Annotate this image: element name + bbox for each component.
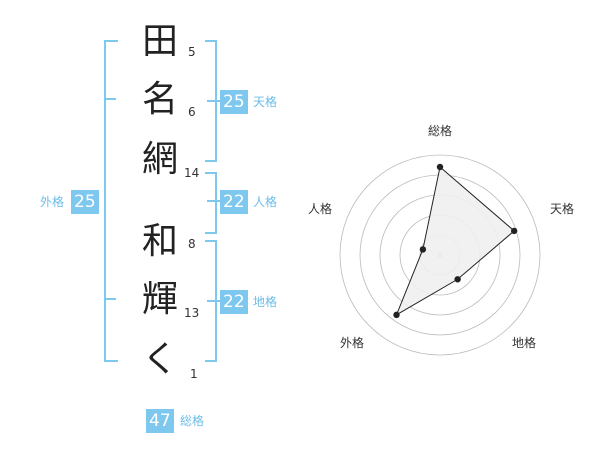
radar-grid-ring (339, 154, 541, 356)
soukaku-badge: 47 (146, 409, 174, 433)
bracket-tick (207, 200, 221, 202)
radar-series-polygon (395, 166, 515, 317)
radar-point-3 (454, 276, 461, 283)
radar-axis-label-tenkaku: 天格 (550, 202, 575, 216)
tenkaku-badge: 25 (220, 90, 248, 114)
radar-axis-label-soukaku: 総格 (428, 124, 453, 138)
chikaku-badge: 22 (220, 290, 248, 314)
radar-point-1 (436, 163, 444, 171)
tenkaku-label: 天格 (253, 95, 278, 109)
radar-axis-label-chikaku: 地格 (512, 336, 537, 350)
jinkaku-bracket (205, 172, 217, 234)
bracket-tick (207, 300, 221, 302)
name-char-4: 和 (141, 221, 178, 262)
radar-chart (339, 154, 541, 356)
radar-point-5 (419, 246, 427, 253)
name-char-1: 田 (141, 21, 178, 62)
stroke-count-2: 6 (188, 105, 196, 119)
gaikaku-badge: 25 (71, 190, 99, 214)
stroke-count-3: 14 (184, 166, 200, 180)
gaikaku-bracket (104, 40, 118, 362)
name-char-3: 網 (141, 139, 178, 180)
stroke-count-5: 13 (184, 306, 200, 320)
gaikaku-label: 外格 (40, 195, 65, 209)
name-char-6: く (141, 339, 178, 380)
bracket-tick (207, 100, 221, 102)
radar-axis-label-jinkaku: 人格 (308, 202, 333, 216)
stroke-count-6: 1 (190, 367, 198, 381)
name-char-2: 名 (141, 79, 178, 120)
jinkaku-label: 人格 (253, 195, 278, 209)
radar-point-2 (510, 227, 518, 235)
chikaku-label: 地格 (253, 295, 278, 309)
jinkaku-badge: 22 (220, 190, 248, 214)
stroke-count-4: 8 (188, 237, 196, 251)
radar-axis-label-gaikaku: 外格 (340, 336, 365, 350)
bracket-tick (104, 298, 116, 300)
radar-point-4 (393, 311, 400, 319)
bracket-tick (104, 98, 116, 100)
stroke-count-1: 5 (188, 45, 196, 59)
soukaku-label: 総格 (180, 414, 205, 428)
name-char-5: 輝 (141, 279, 178, 320)
